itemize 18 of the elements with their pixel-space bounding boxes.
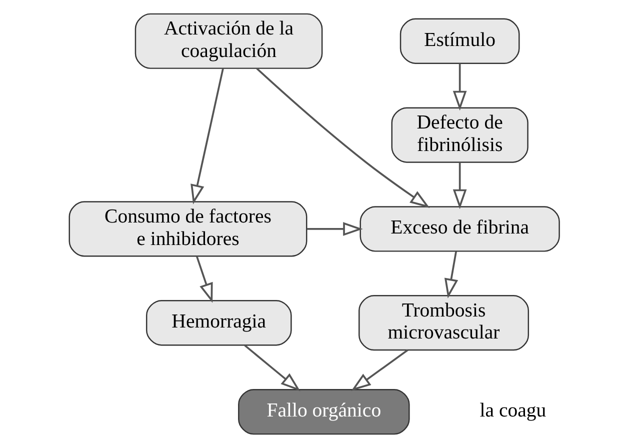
node-box: Defecto de fibrinólisis [390, 106, 528, 162]
label: la coagu [479, 399, 546, 422]
arrow [195, 255, 212, 302]
arrow [244, 344, 300, 391]
arrow [306, 222, 362, 236]
node-box: Fallo orgánico [238, 388, 410, 434]
arrow [452, 162, 466, 209]
arrow [350, 348, 408, 390]
arrow [452, 63, 466, 110]
node-box: Hemorragia [145, 300, 292, 346]
arrow [190, 68, 224, 204]
node-box: Estímulo [399, 18, 520, 64]
node-box: Trombosis microvascular [358, 294, 529, 350]
node-box: Consumo de factores e inhibidores [68, 200, 307, 256]
node-box: Activación de la coagulación [134, 12, 322, 68]
arrow [256, 67, 430, 208]
node-box: Exceso de fibrina [359, 206, 560, 252]
arrow [444, 250, 458, 298]
